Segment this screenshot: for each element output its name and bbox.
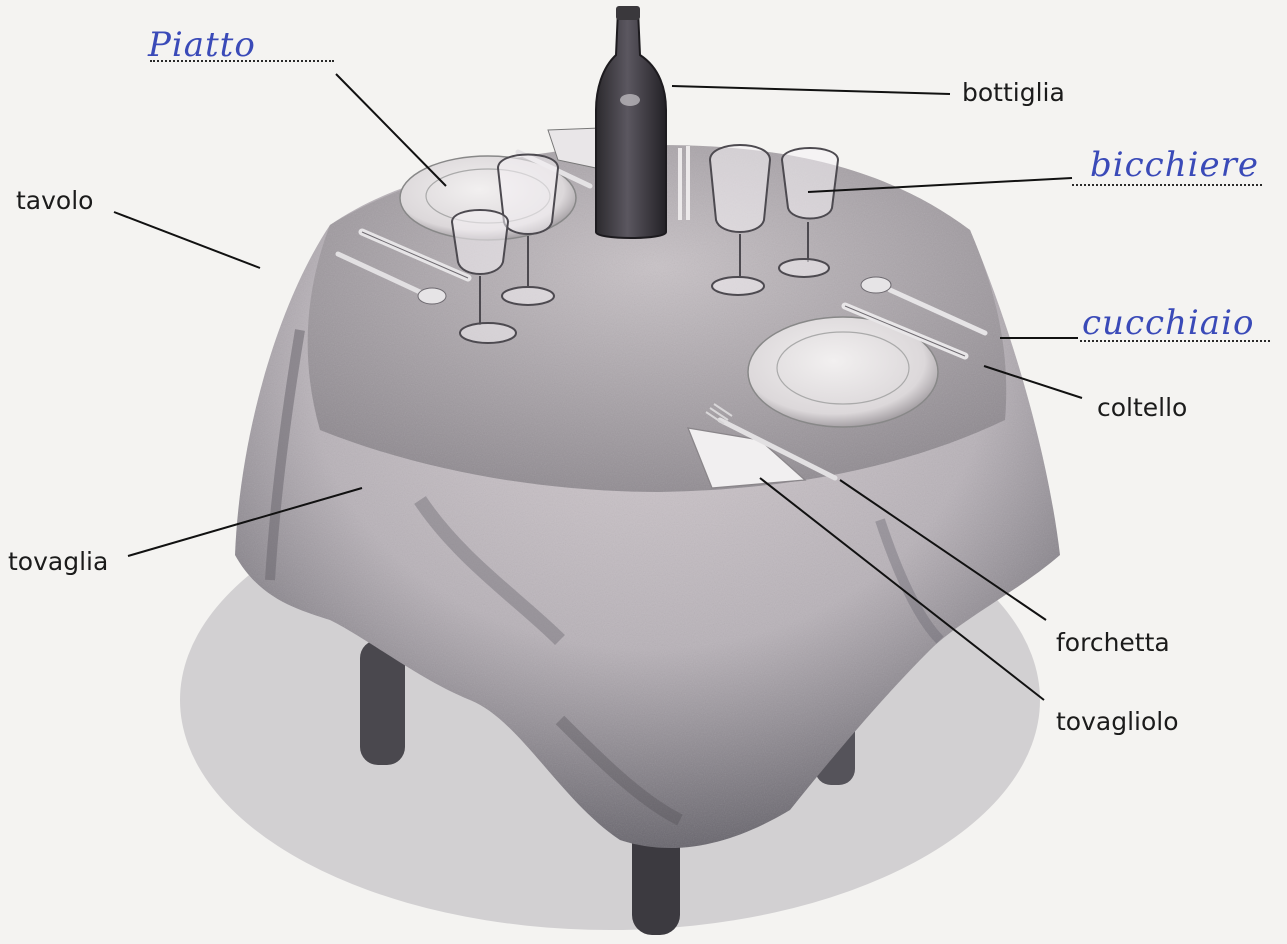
label-tovagliolo: tovagliolo <box>1056 709 1179 734</box>
handwritten-cucchiaio: cucchiaio <box>1082 306 1254 340</box>
label-tavolo: tavolo <box>16 188 93 213</box>
spoon-left-bowl <box>418 288 446 304</box>
bottle-highlight <box>620 94 640 106</box>
label-coltello: coltello <box>1097 395 1187 420</box>
spoon-right-bowl <box>861 277 891 293</box>
bottle <box>596 10 666 238</box>
bottle-cap <box>616 6 640 20</box>
handwritten-bicchiere: bicchiere <box>1090 148 1259 182</box>
leader-line-piatto <box>336 74 446 186</box>
handwritten-piatto: Piatto <box>148 28 256 62</box>
label-tovaglia: tovaglia <box>8 549 108 574</box>
label-forchetta: forchetta <box>1056 630 1170 655</box>
leader-line-bottiglia <box>672 86 950 94</box>
leader-line-tavolo <box>114 212 260 268</box>
label-bottiglia: bottiglia <box>962 80 1065 105</box>
